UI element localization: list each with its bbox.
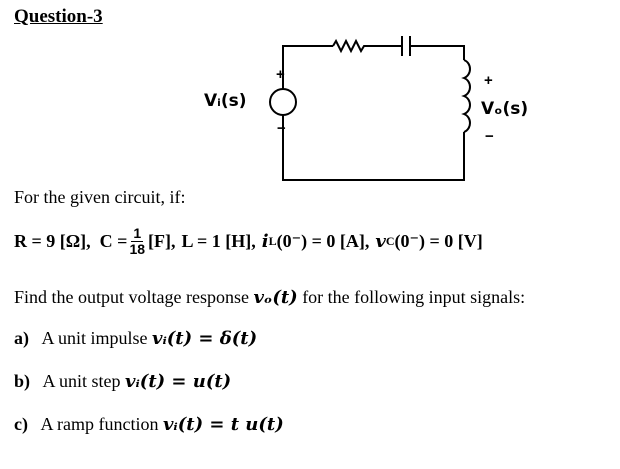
item-expression: vᵢ(t) = t u(t) <box>162 414 284 435</box>
list-item: c) A ramp function vᵢ(t) = t u(t) <box>14 414 284 435</box>
item-label: c) <box>14 414 28 434</box>
inductance-value: L = 1 [H], <box>181 231 256 251</box>
inductor-current-initial: (0⁻) = 0 [A], <box>276 231 370 251</box>
find-instruction: Find the output voltage response vₒ(t) f… <box>14 287 525 308</box>
inductor-current-subscript: L <box>268 234 277 248</box>
capacitor-voltage-initial: (0⁻) = 0 [V] <box>394 231 483 251</box>
item-label: a) <box>14 328 29 348</box>
inductor-symbol <box>461 59 471 133</box>
source-minus-sign: − <box>277 120 286 137</box>
circuit-diagram <box>269 36 471 181</box>
item-label: b) <box>14 371 31 391</box>
source-plus-sign: + <box>276 66 285 83</box>
find-output-expression: vₒ(t) <box>253 287 298 308</box>
right-wire <box>282 124 465 181</box>
item-text: A unit step <box>42 371 121 391</box>
capacitance-fraction: 1 18 <box>129 226 145 257</box>
output-minus-sign: − <box>485 128 494 145</box>
find-prefix: Find the output voltage response <box>14 287 249 307</box>
voltage-source-symbol <box>269 88 297 116</box>
item-text: A ramp function <box>40 414 159 434</box>
resistance-value: R = 9 [Ω], <box>14 231 91 251</box>
capacitance-unit: [F], <box>148 231 176 251</box>
top-wire-right <box>410 45 465 60</box>
capacitance-prefix: C = <box>99 231 128 251</box>
output-plus-sign: + <box>484 72 493 89</box>
find-suffix: for the following input signals: <box>302 287 526 307</box>
input-voltage-label: Vᵢ(s) <box>204 91 247 111</box>
list-item: b) A unit step vᵢ(t) = u(t) <box>14 371 231 392</box>
capacitor-voltage-symbol: v <box>375 231 386 252</box>
item-text: A unit impulse <box>41 328 148 348</box>
inductor-current-symbol: i <box>261 231 269 252</box>
output-voltage-label: Vₒ(s) <box>481 99 529 119</box>
intro-text: For the given circuit, if: <box>14 187 186 207</box>
capacitor-voltage-subscript: C <box>385 234 395 248</box>
capacitor-symbol <box>401 36 411 56</box>
list-item: a) A unit impulse vᵢ(t) = δ(t) <box>14 328 257 349</box>
item-expression: vᵢ(t) = u(t) <box>125 371 232 392</box>
top-wire-left <box>282 45 333 80</box>
question-title: Question-3 <box>14 6 103 27</box>
fraction-denominator: 18 <box>129 241 146 257</box>
fraction-numerator: 1 <box>131 225 144 242</box>
item-expression: vᵢ(t) = δ(t) <box>152 328 258 349</box>
resistor-symbol <box>332 38 402 54</box>
